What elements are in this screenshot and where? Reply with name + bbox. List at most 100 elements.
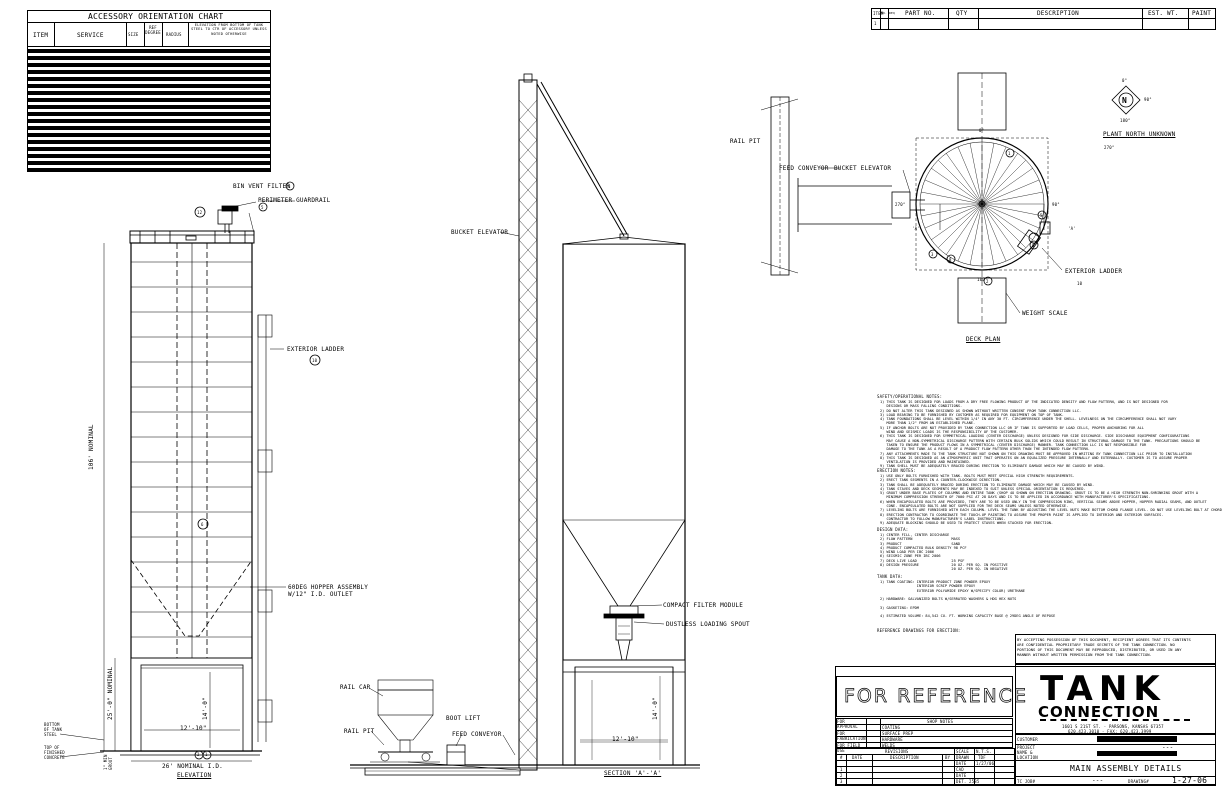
rail-pit-label: RAIL PIT [344,728,375,735]
weight-scale-label: WEIGHT SCALE [1022,310,1068,317]
deck-0-label: 0° [979,128,985,133]
cad-label: CAD [956,767,964,772]
hopper-label: 60DEG HOPPER ASSEMBLY [288,584,369,591]
accessory-header-item: ITEM [33,32,49,39]
dustless-spout-label: DUSTLESS LOADING SPOUT [666,621,750,628]
parts-header-paint: PAINT [1192,10,1212,17]
rev-desc-header: DESCRIPTION [890,755,919,760]
drawn-value: TDF [978,755,986,760]
deck-n5: 5 [1040,213,1043,218]
rev-row-1: 1 [840,767,843,772]
deck-ladder-num: 10 [1077,281,1083,286]
exterior-ladder-num: 10 [312,358,318,363]
design-data-title: DESIGN DATA: [877,527,909,532]
deck-270-label: 270° [895,202,906,207]
deck-rail-pit-label: RAIL PIT [730,138,761,145]
north-90: 90° [1144,97,1152,102]
drawing-label: DRAWING# [1128,779,1149,784]
coating-label: COATING [882,725,901,730]
disclaimer-text-display: BY ACCEPTING POSSESSION OF THIS DOCUMENT… [1017,637,1191,657]
logo-underline [1040,719,1190,721]
erection-notes: 1) USE ONLY BOLTS FURNISHED WITH TANK. B… [880,474,1222,526]
rev-row-3: 3 [840,779,843,784]
hopper-label-2: W/12" I.D. OUTLET [288,591,353,598]
project-label: PROJECT NAME & LOCATION [1017,745,1038,760]
deck-n6: 6 [1032,243,1035,248]
deck-feed-conveyor-label: FEED CONVEYOR [779,165,829,172]
logo-box [1015,664,1216,734]
date-label: DATE [956,761,967,766]
accessory-header-service: SERVICE [77,32,104,39]
parts-header-partno: PART NO. [905,10,936,17]
rev-row-2: 2 [840,773,843,778]
deck-plan-view [760,72,1063,324]
accessory-chart-rows [28,49,270,172]
hardware-label: HARDWARE [882,737,903,742]
project-redacted [1097,751,1177,756]
north-0: 0° [1122,78,1128,83]
guardrail-label: PERIMETER GUARDRAIL [258,197,331,204]
surface-prep-label: SURFACE PREP [882,731,914,736]
accessory-orientation-chart: ACCESSORY ORIENTATION CHART ITEM SERVICE… [27,10,271,172]
accessory-header-elevation: ELEVATION FROM BOTTOM OF TANK STEEL TO C… [191,23,267,36]
scale-label: SCALE [956,749,970,754]
approval-block [836,718,1013,748]
elevation-view [59,181,321,762]
design-data: 1) CENTER FILL, CENTER DISCHARGE 2) FLOW… [880,533,1008,572]
logo-connection: CONNECTION [1038,703,1160,721]
bucket-elevator-label: BUCKET ELEVATOR [451,229,509,236]
rail-car-label: RAIL CAR [340,684,371,691]
bin-vent-num: 8 [288,184,291,189]
section-dim-12: 12'-10" [612,736,639,743]
welds-label: WELDS [882,743,896,748]
dim-25-nominal: 25'-0" NOMINAL [107,666,114,720]
scale-value: N.T.S. [976,749,992,754]
deck-ladder-label: EXTERIOR LADDER [1065,268,1123,275]
deck-a-right: 'A' [1068,226,1076,231]
item12-num: 12 [197,210,203,215]
parts-header-qty: QTY [956,10,968,17]
accessory-header-radius: RADIUS [166,32,182,37]
north-arrow [1111,85,1141,115]
parts-header-noreq: NO. REQ [881,11,896,15]
drawing-title: MAIN ASSEMBLY DETAILS [1070,764,1182,773]
dim-14: 14'-0" [202,697,209,720]
parts-row-item: 1 [874,21,877,26]
guardrail-num: 5 [261,205,264,210]
item2-num: 2 [197,752,200,757]
date2-label: DATE [956,773,967,778]
rev-num-header: # [840,755,843,760]
tank-data: 1) TANK COATING: INTERIOR PRODUCT ZONE P… [880,580,1056,619]
boot-lift-label: BOOT LIFT [446,715,481,722]
accessory-header-size: SIZE [128,32,139,37]
revisions-title: REVISIONS [885,749,909,754]
deck-90-label: 90° [1052,202,1060,207]
project-block [1015,734,1216,785]
customer-redacted [1097,736,1177,742]
north-letter: N [1122,96,1128,105]
for-fabrication: FOR FABRICATION [837,731,866,741]
det-label: DET. 2585 [956,779,980,784]
rev-date-header: DATE [852,755,863,760]
deck-plan-title: DECK PLAN [966,336,1001,343]
for-reference-text: FOR REFERENCE [844,685,1028,708]
compact-filter-label: COMPACT FILTER MODULE [663,602,744,609]
deck-n3: 3 [931,252,934,257]
job-label: TC JOB# [1017,779,1036,784]
job-value: --- [1092,777,1104,784]
tank-data-title: TANK DATA: [877,574,904,579]
disclaimer-box [1015,634,1216,664]
customer-label: CUSTOMER [1017,737,1038,742]
parts-header-item: ITEM [873,11,884,16]
for-field-use: FOR FIELD USE [837,743,861,753]
deck-bucket-elevator-label: BUCKET ELEVATOR [834,165,892,172]
section-title: SECTION 'A'-'A' [604,770,662,777]
dim-106-nominal: 106' NOMINAL [88,424,95,470]
erection-notes-title: ERECTION NOTES: [877,468,917,473]
section-dim-14: 14'-0" [652,697,659,720]
deck-n2: 2 [986,279,989,284]
dim-12-10: 12'-10" [180,725,207,732]
deck-n1: 1 [1008,151,1011,156]
parts-table: ITEM NO. REQ PART NO. QTY DESCRIPTION ES… [871,8,1216,30]
